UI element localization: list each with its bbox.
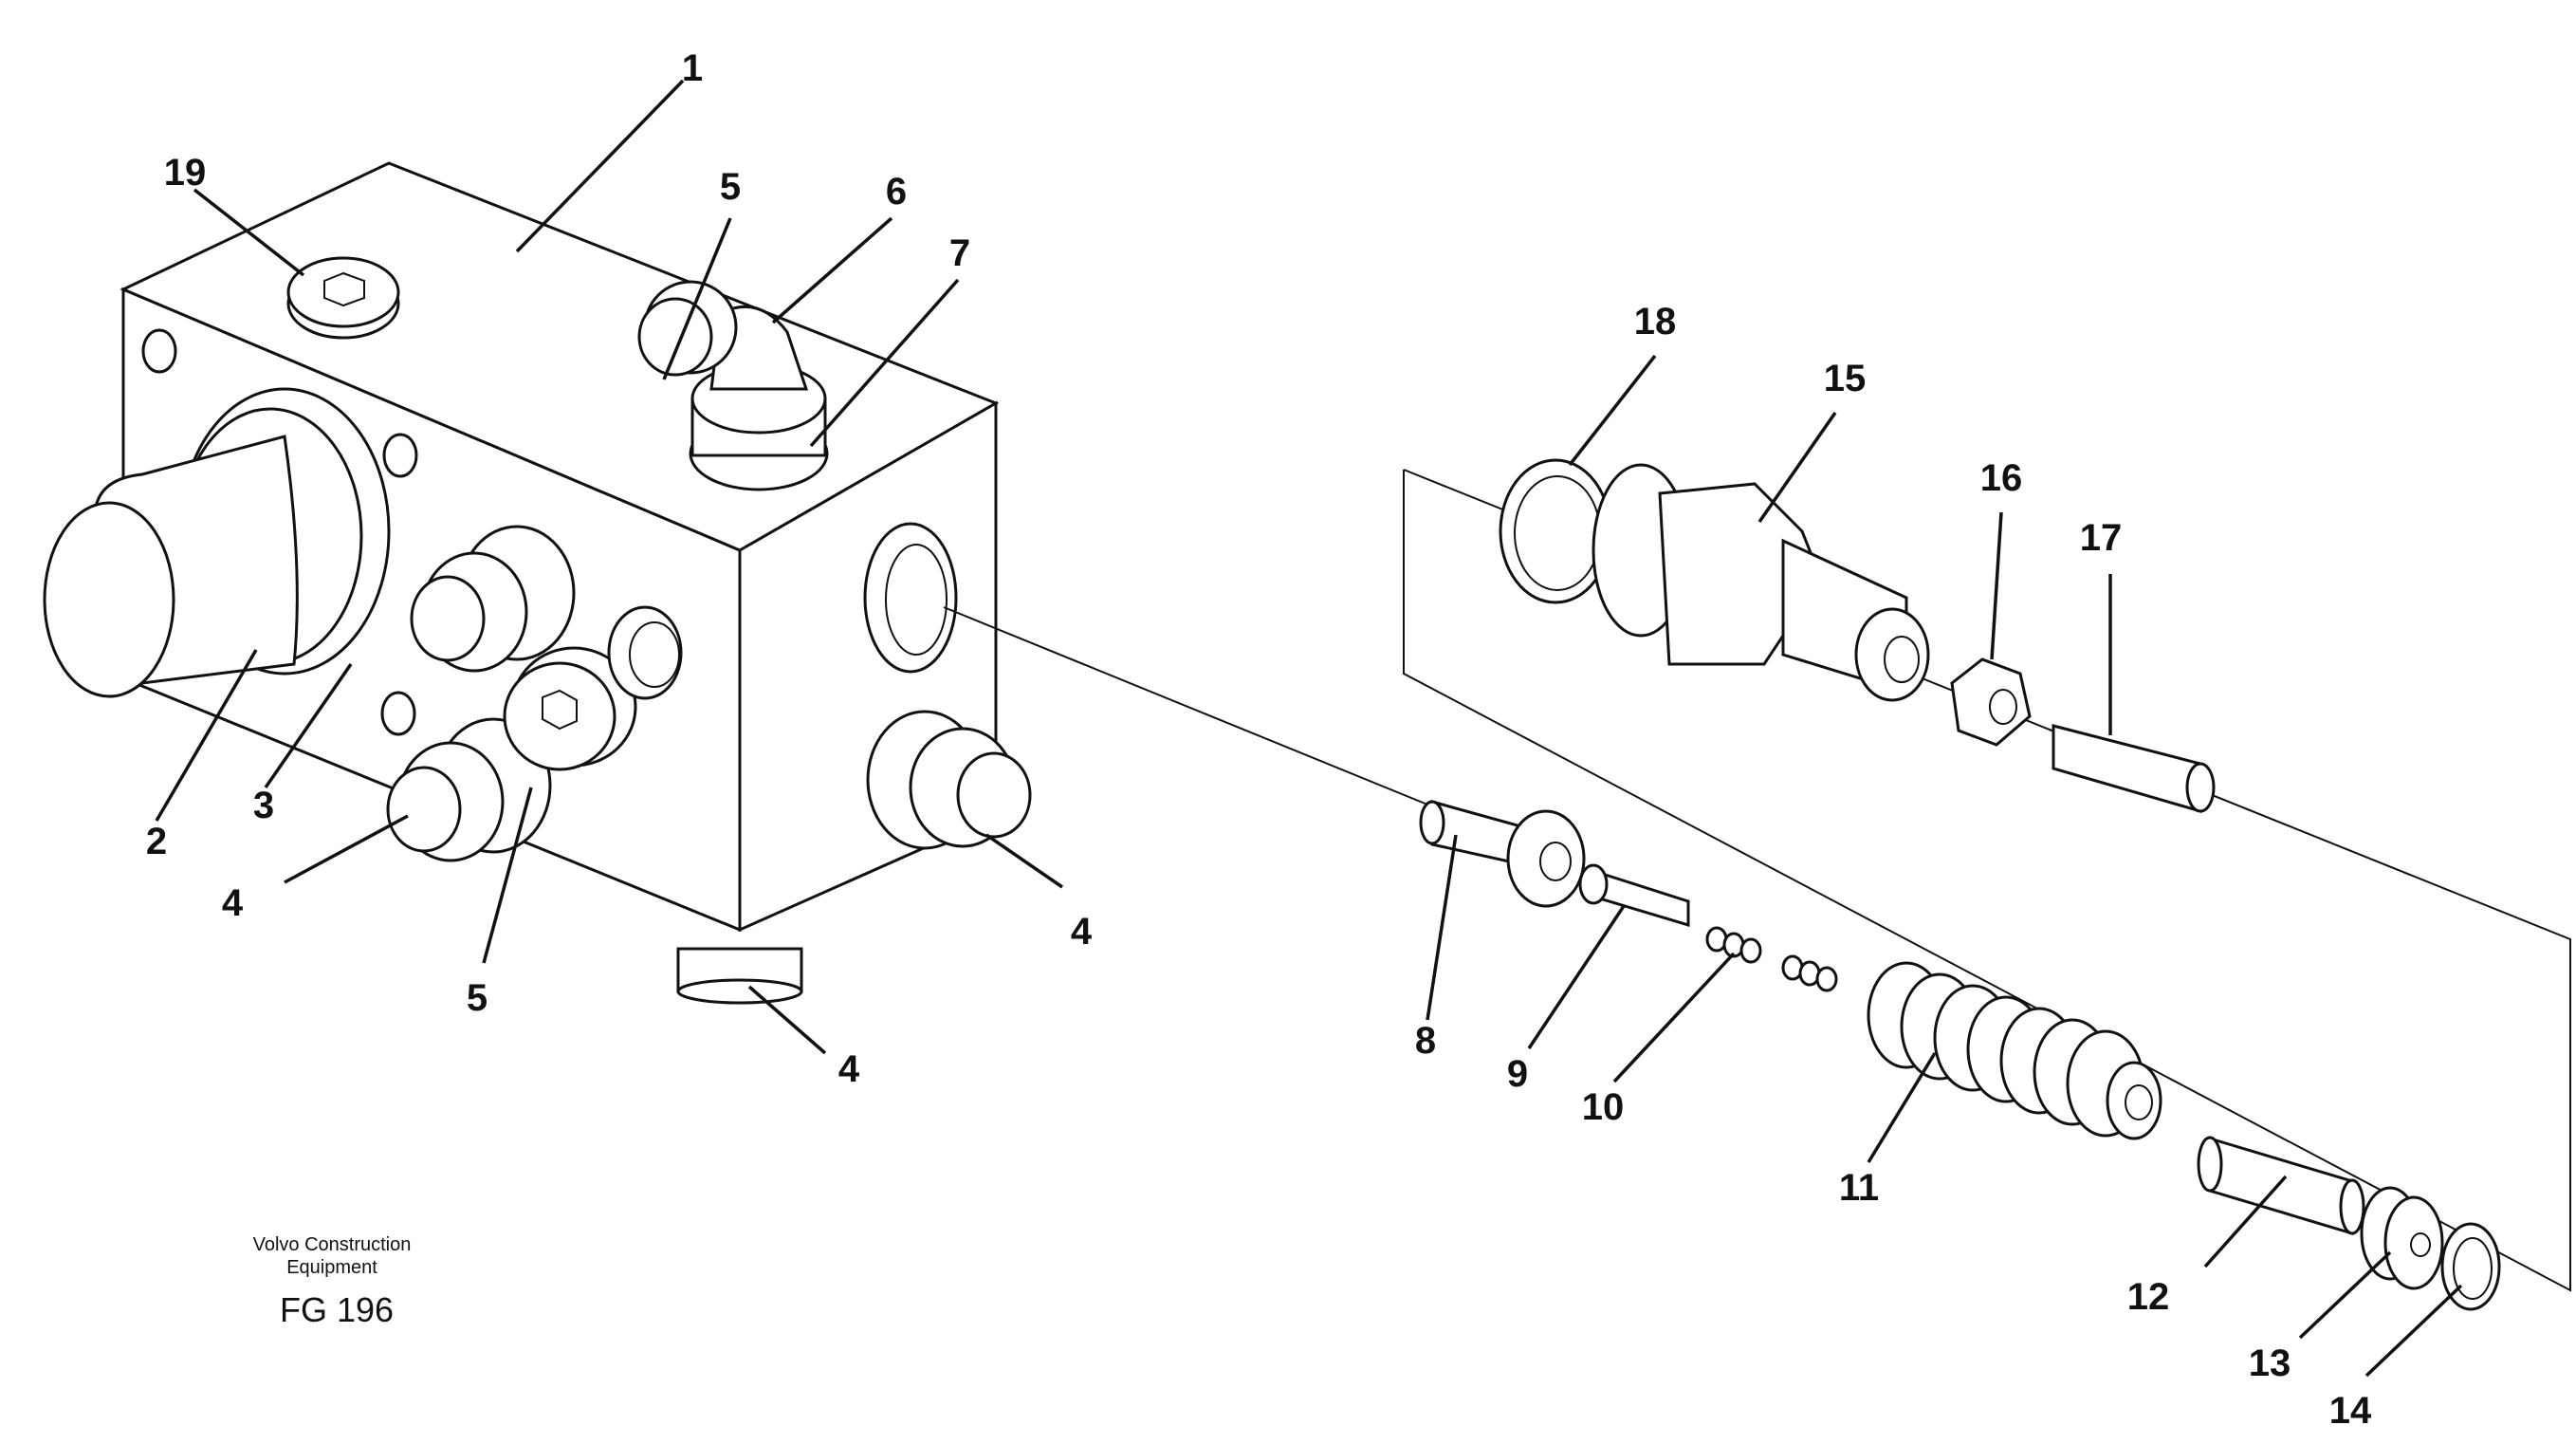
callout-15: 15 [1824,358,1867,399]
callout-5a: 5 [720,166,741,208]
manufacturer-caption: Volvo Construction Equipment [209,1233,455,1279]
callout-19: 19 [164,152,207,194]
callout-9: 9 [1507,1053,1528,1095]
manufacturer-name-line1: Volvo Construction [252,1234,412,1255]
callout-1: 1 [682,47,703,89]
fitting-4a [410,525,576,673]
callout-4b: 4 [1071,911,1093,953]
callout-13: 13 [2249,1342,2291,1384]
callout-10: 10 [1582,1086,1625,1128]
fitting-4d [676,947,803,1005]
callout-8: 8 [1415,1020,1436,1062]
cap-13 [2360,1186,2444,1290]
callout-11: 11 [1839,1167,1879,1209]
spring-10 [1705,926,1838,992]
plug-19 [286,256,400,340]
nut-16 [1950,657,2032,747]
elbow-6-fitting-7 [637,280,829,491]
callout-3: 3 [253,785,274,826]
disc-springs-11 [1867,961,2162,1140]
callout-labels: 1 2 3 4 4 4 4 5 5 6 7 8 9 10 11 12 13 14… [146,47,2372,1432]
leader-lines [155,79,2463,1378]
small-port [607,605,683,700]
callout-4a: 4 [222,882,244,924]
fitting-4c [866,710,1032,850]
washer-9 [1506,809,1586,908]
screw-17 [2052,724,2216,813]
callout-12: 12 [2127,1276,2170,1318]
callout-4c: 4 [838,1048,860,1090]
body-15 [1592,463,1930,702]
callout-16: 16 [1980,457,2023,499]
plug-5-lower [503,646,637,771]
manufacturer-name-line2: Equipment [286,1257,377,1278]
pin-9 [1578,863,1690,928]
callout-2: 2 [146,821,167,862]
callout-5b: 5 [467,977,488,1019]
callout-7: 7 [949,232,970,274]
callout-17: 17 [2080,517,2123,559]
figure-code: FG 196 [280,1290,395,1329]
callout-18: 18 [1634,301,1677,342]
piston-8 [1419,800,1519,865]
sleeve-12 [2197,1136,2365,1236]
cap-2-nut-3 [43,387,391,698]
callout-6: 6 [886,171,907,213]
callout-14: 14 [2329,1390,2372,1432]
